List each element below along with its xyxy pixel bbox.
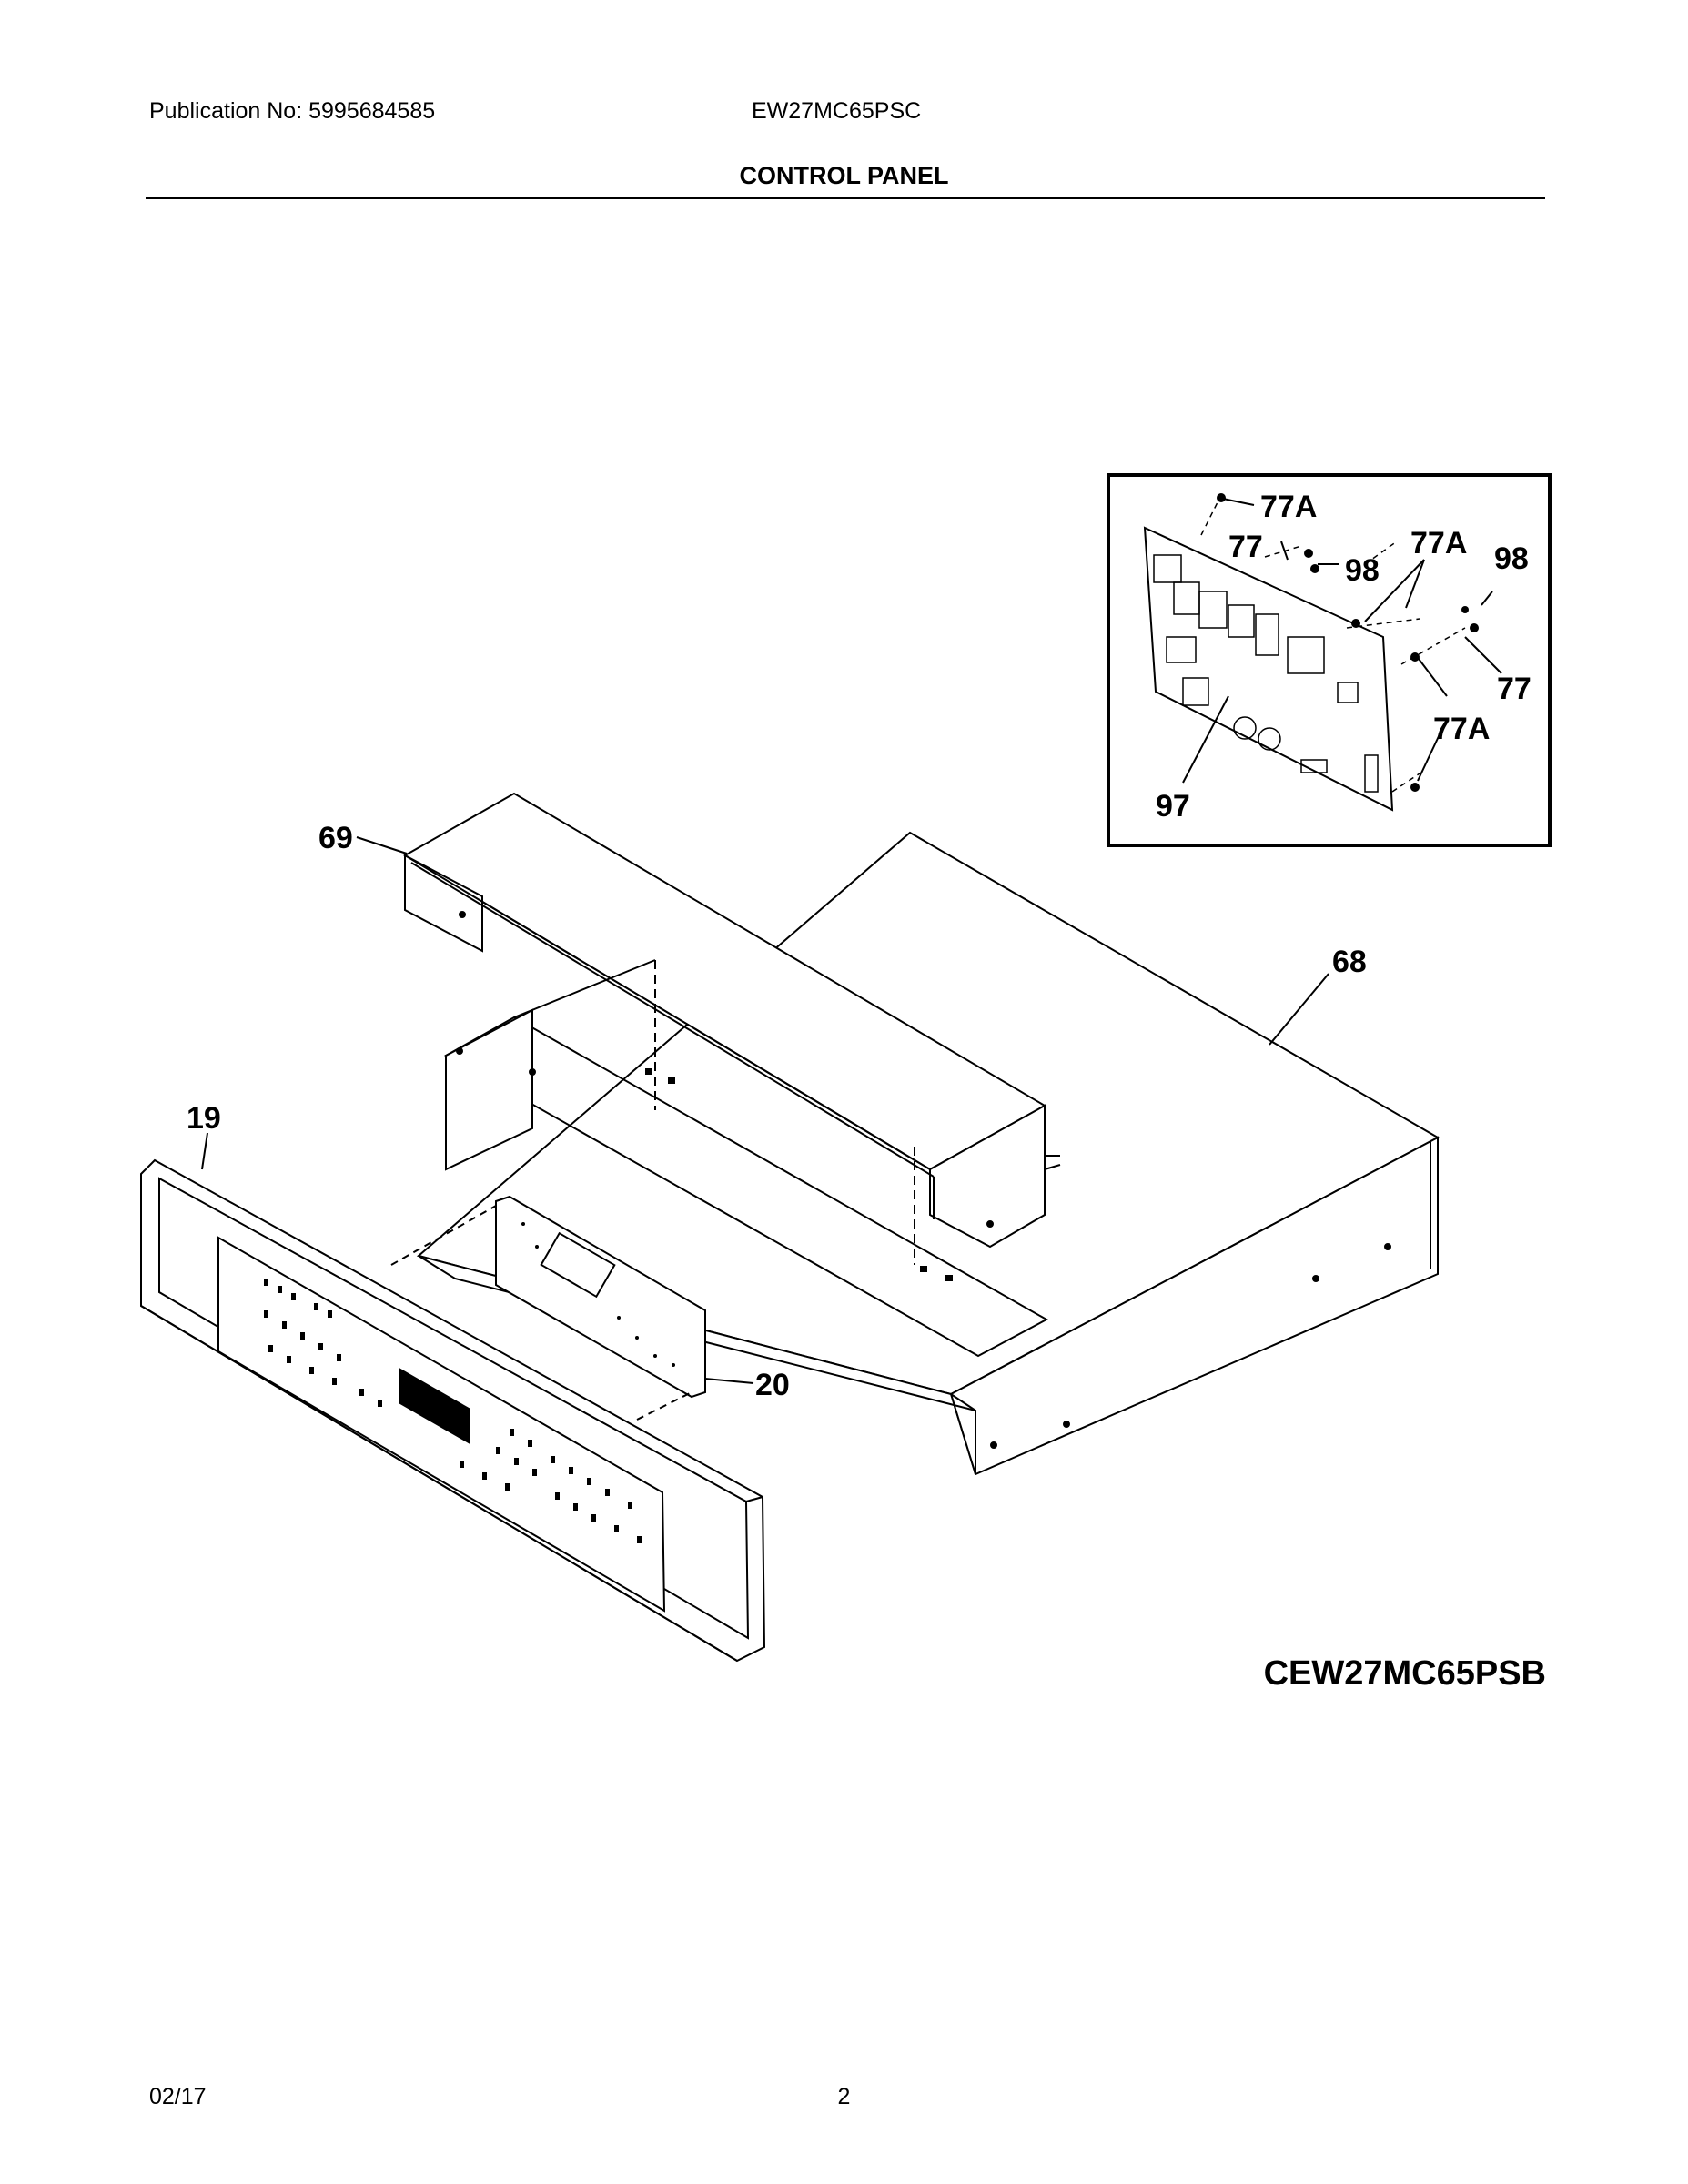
callout-98-left: 98 [1345,553,1380,588]
part-20-ui-board [390,1195,706,1421]
variant-model-code: CEW27MC65PSB [1263,1654,1546,1693]
part-19-control-bezel [140,1158,766,1663]
callout-77-right: 77 [1497,672,1531,706]
page-number: 2 [837,2084,851,2109]
part-69-cover [403,792,1061,1358]
callout-68: 68 [1332,945,1367,979]
callout-20: 20 [755,1368,790,1402]
section-title: CONTROL PANEL [739,162,949,189]
callout-77a-bottom: 77A [1433,712,1490,746]
callout-77a-mid: 77A [1410,526,1467,561]
callout-leaders [201,836,1329,1384]
header-divider [146,197,1545,199]
callout-97: 97 [1156,789,1190,824]
model-number: EW27MC65PSC [752,98,922,124]
callout-77a-top: 77A [1260,490,1317,524]
callout-69: 69 [318,821,353,855]
callout-98-right: 98 [1494,541,1529,576]
footer-date: 02/17 [149,2084,207,2109]
inset-control-board [1107,473,1552,847]
publication-number: Publication No: 5995684585 [149,98,436,124]
callout-77-top: 77 [1228,530,1263,564]
callout-19: 19 [187,1101,221,1136]
